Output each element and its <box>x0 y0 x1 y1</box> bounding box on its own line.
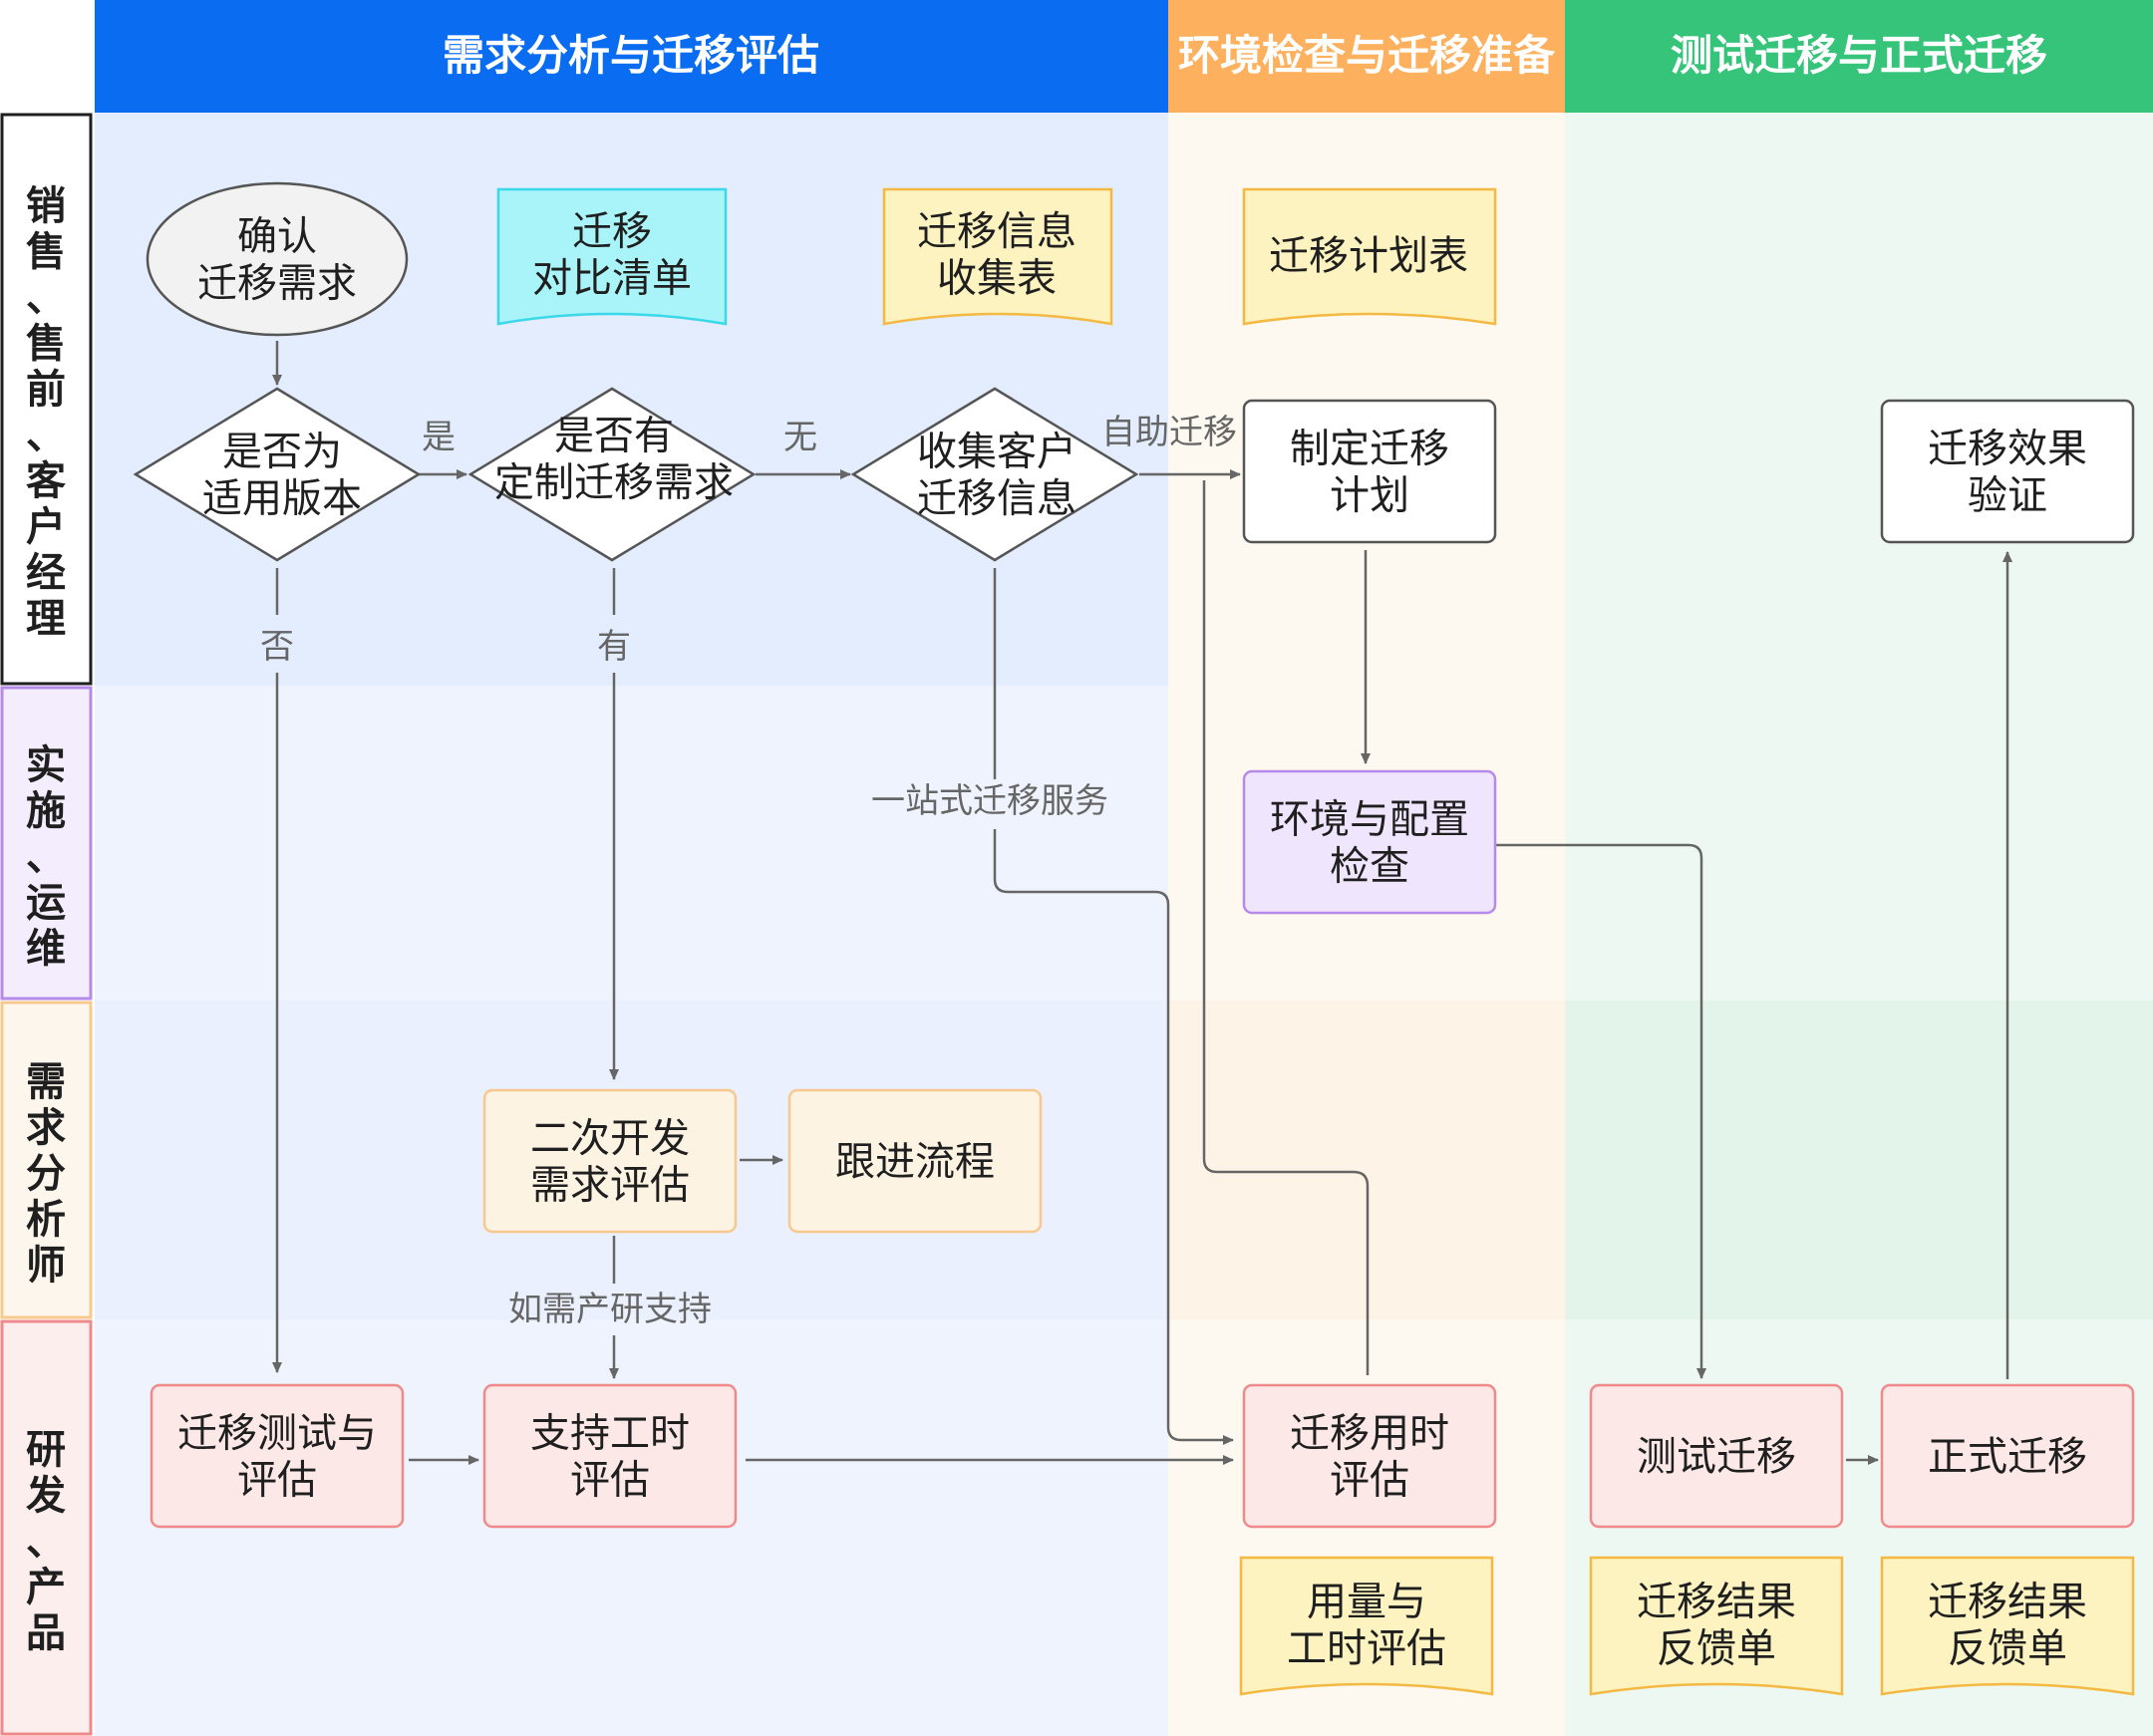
node-time-eval <box>1242 1383 1497 1529</box>
edge-label-none: 无 <box>783 418 817 457</box>
edge-env-to-test <box>1495 843 1706 1379</box>
node-confirm <box>146 181 409 337</box>
doc-compare-list <box>496 187 728 326</box>
node-follow-up <box>787 1088 1043 1234</box>
node-test-eval-label: 迁移测试与评估 <box>177 1410 377 1503</box>
edge-labels: 是 无 自助迁移 否 有 一站式迁移服务 如需产研支持 <box>260 413 1237 1329</box>
node-support-hours-label: 支持工时评估 <box>530 1410 690 1503</box>
edge-collect-onestop-bottom <box>993 829 1234 1445</box>
edge-label-rd-support: 如需产研支持 <box>508 1290 712 1329</box>
lane-header-sales <box>0 113 93 686</box>
nodes: 确认迁移需求 迁移对比清单 迁移信息收集表 迁移计划表 是否为适用版本 是否有定… <box>133 181 2135 1696</box>
edge-label-no: 否 <box>260 627 294 667</box>
decision-is-applicable-label: 是否为适用版本 <box>202 429 362 521</box>
doc-result-1-label: 迁移结果反馈单 <box>1637 1579 1796 1671</box>
lane-header-analyst-label: 需求分析师 <box>26 1059 66 1289</box>
node-make-plan-label: 制定迁移计划 <box>1290 426 1449 518</box>
doc-info-form-label: 迁移信息收集表 <box>917 208 1076 301</box>
node-env-check <box>1242 769 1497 915</box>
node-make-plan <box>1242 399 1497 544</box>
decision-collect-info-label: 收集客户迁移信息 <box>917 429 1076 521</box>
node-formal-migrate <box>1880 1383 2135 1529</box>
lane-header-analyst <box>0 1001 93 1319</box>
node-support-hours <box>482 1383 738 1529</box>
node-test-migrate <box>1589 1383 1844 1529</box>
lane-header-ops-label: 实施、运维 <box>26 742 66 972</box>
doc-info-form <box>882 187 1113 326</box>
column-header-analysis-label: 需求分析与迁移评估 <box>443 31 819 80</box>
node-time-eval-label: 迁移用时评估 <box>1290 1410 1449 1503</box>
edge-label-one-stop: 一站式迁移服务 <box>871 781 1108 821</box>
lane-headers: 销售、售前、客户经理 实施、运维 需求分析师 研发、产品 <box>0 113 93 1736</box>
lane-header-rd-label: 研发、产品 <box>26 1427 66 1656</box>
doc-result-2-label: 迁移结果反馈单 <box>1928 1579 2087 1671</box>
decision-is-applicable <box>133 387 422 562</box>
node-env-check-label: 环境与配置检查 <box>1270 796 1469 889</box>
column-header-preparation <box>1168 0 1565 113</box>
lane-header-sales-label: 销售、售前、客户经理 <box>26 183 66 642</box>
node-verify-label: 迁移效果验证 <box>1928 426 2087 518</box>
decision-collect-info <box>850 387 1139 562</box>
column-header-migration-label: 测试迁移与正式迁移 <box>1671 31 2047 80</box>
edge-label-self-service: 自助迁移 <box>1101 413 1237 452</box>
node-test-migrate-label: 测试迁移 <box>1637 1434 1796 1480</box>
column-header-preparation-label: 环境检查与迁移准备 <box>1178 31 1556 80</box>
column-header-analysis <box>95 0 1168 113</box>
doc-plan-table-label: 迁移计划表 <box>1269 233 1468 279</box>
node-confirm-label: 确认迁移需求 <box>197 213 357 306</box>
doc-compare-list-label: 迁移对比清单 <box>532 208 692 301</box>
edge-label-has: 有 <box>597 627 631 667</box>
node-secondary-dev <box>482 1088 738 1234</box>
node-secondary-dev-label: 二次开发需求评估 <box>530 1115 690 1208</box>
column-headers: 需求分析与迁移评估 环境检查与迁移准备 测试迁移与正式迁移 <box>95 0 2153 113</box>
lane-header-ops <box>0 686 93 1001</box>
decision-is-custom <box>467 387 757 562</box>
connectors <box>272 341 2012 1465</box>
lane-header-rd <box>0 1319 93 1736</box>
decision-is-custom-label: 是否有定制迁移需求 <box>494 413 734 505</box>
column-header-migration <box>1565 0 2153 113</box>
node-verify <box>1880 399 2135 544</box>
edge-label-yes: 是 <box>422 418 456 457</box>
doc-result-2 <box>1880 1556 2135 1696</box>
doc-usage <box>1239 1556 1494 1696</box>
node-test-eval <box>150 1383 405 1529</box>
doc-usage-label: 用量与工时评估 <box>1287 1579 1446 1671</box>
doc-result-1 <box>1589 1556 1844 1696</box>
node-follow-up-label: 跟进流程 <box>835 1139 995 1185</box>
edge-selfservice-to-timeeval <box>1202 480 1370 1375</box>
doc-plan-table <box>1242 187 1497 326</box>
node-formal-migrate-label: 正式迁移 <box>1928 1434 2087 1480</box>
